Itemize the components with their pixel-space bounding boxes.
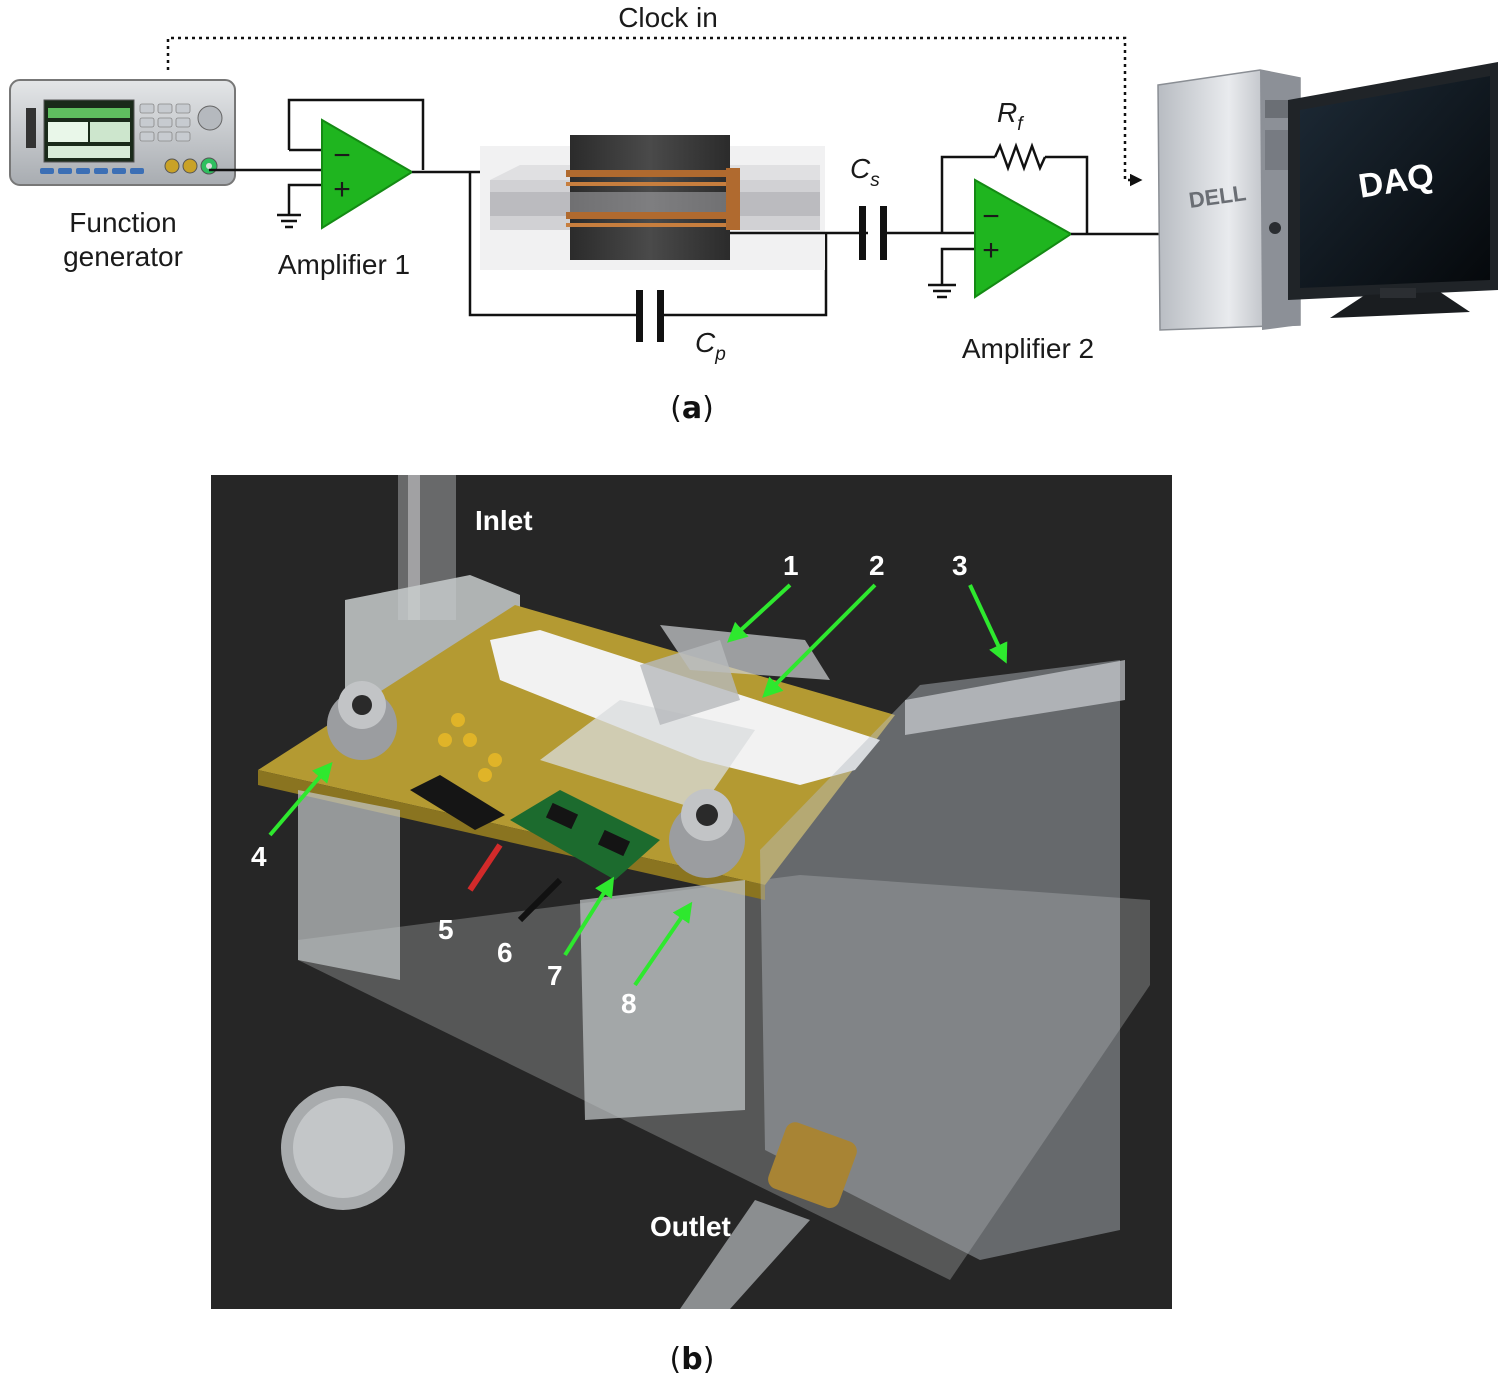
wire-to-cp-left — [468, 172, 640, 317]
wire-amp1-feedback — [287, 98, 425, 170]
support-block-right — [580, 880, 745, 1120]
amp2-minus: − — [982, 200, 1000, 233]
amplifier-1-symbol — [321, 118, 414, 230]
wire-amp2-feedback-left — [940, 155, 995, 233]
capacitor-cs — [859, 206, 887, 260]
wire-amp2-ground — [940, 247, 975, 285]
monitor-image — [1288, 62, 1498, 318]
clock-in-label: Clock in — [618, 2, 718, 33]
arrow-7 — [563, 876, 615, 957]
red-wire — [467, 843, 503, 892]
function-generator-label-line1: Function — [69, 207, 176, 238]
panel-b-photo: Inlet Outlet 1 2 3 4 5 6 7 8 — [211, 475, 1172, 1309]
outlet-tube — [680, 1200, 810, 1309]
resistor-rf — [993, 142, 1047, 172]
arrow-8 — [633, 901, 693, 987]
amplifier-chip-board — [510, 790, 660, 880]
cp-label: Cp — [695, 327, 726, 365]
ground-symbol-1 — [277, 213, 301, 229]
amp1-minus: − — [333, 139, 351, 172]
amp1-plus: + — [333, 173, 351, 206]
sensor-render — [480, 135, 825, 270]
arrow-4 — [268, 761, 333, 837]
wire-from-cp-right — [662, 233, 828, 317]
marker-1: 1 — [783, 550, 799, 581]
clock-line — [166, 36, 1143, 187]
chip-socket — [410, 775, 505, 830]
marker-3: 3 — [952, 550, 968, 581]
computer-tower-image: DELL — [1157, 69, 1301, 331]
amp2-plus: + — [982, 234, 1000, 267]
marker-2: 2 — [869, 550, 885, 581]
amplifier-1-label: Amplifier 1 — [278, 249, 410, 280]
amplifier-2-label: Amplifier 2 — [962, 333, 1094, 364]
marker-4: 4 — [251, 841, 267, 872]
glass-slide — [540, 700, 755, 810]
caption-a: (a) — [670, 391, 714, 426]
arrow-1 — [727, 583, 792, 643]
marker-5: 5 — [438, 914, 454, 945]
outlet-reservoir — [760, 660, 1120, 1260]
black-wire — [517, 877, 563, 923]
inlet-label: Inlet — [475, 505, 533, 536]
marker-8: 8 — [621, 988, 637, 1019]
ground-symbol-2 — [928, 283, 956, 299]
panel-a: Clock in Function g — [9, 2, 1498, 426]
function-generator-label-line2: generator — [63, 241, 183, 272]
outlet-label: Outlet — [650, 1211, 731, 1242]
amplifier-2-symbol — [974, 178, 1073, 299]
capacitor-cp — [636, 290, 664, 342]
wire-amp1-ground — [287, 183, 322, 215]
caption-b: (b) — [670, 1342, 715, 1377]
function-generator-image — [9, 79, 236, 186]
arrow-3 — [968, 584, 1008, 664]
support-block-left — [298, 790, 400, 980]
rf-label: Rf — [997, 97, 1024, 135]
cs-label: Cs — [850, 153, 880, 191]
arrow-2 — [762, 583, 877, 698]
wire-amp2-feedback-right — [1045, 155, 1089, 233]
marker-6: 6 — [497, 937, 513, 968]
marker-7: 7 — [547, 960, 563, 991]
outlet-fitting — [768, 1122, 857, 1209]
